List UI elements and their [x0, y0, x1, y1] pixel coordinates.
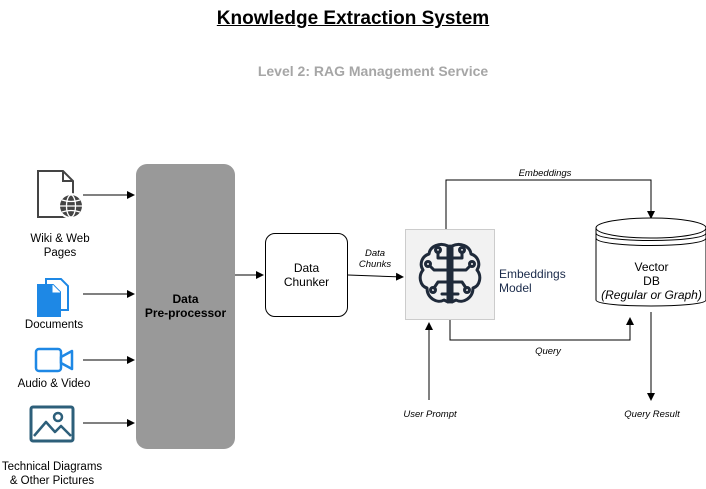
edge-label-data-chunks: Data Chunks [355, 248, 395, 270]
embeddings-model-label-line1: Embeddings [499, 267, 566, 281]
embeddings-model-label: Embeddings Model [499, 267, 566, 295]
edge-label-query: Query [535, 346, 561, 357]
diagram-subtitle: Level 2: RAG Management Service [257, 63, 489, 79]
source-label-wiki-line2: Pages [43, 247, 77, 259]
arrow-model-to-vector-embeddings [445, 179, 655, 229]
preprocessor-label-line1: Data [172, 292, 199, 306]
video-camera-icon [34, 347, 74, 373]
embeddings-model-label-line2: Model [499, 281, 532, 295]
edge-label-embeddings: Embeddings [518, 168, 572, 179]
vector-db-label-line1: Vector [634, 260, 669, 274]
source-label-wiki: Wiki & Web Pages [10, 232, 110, 260]
documents-icon [36, 278, 72, 318]
source-label-diagrams-line2: & Other Pictures [9, 475, 95, 487]
chunker-label: Data Chunker [265, 261, 348, 289]
web-page-icon [35, 170, 87, 220]
arrow-chunker-to-model [347, 272, 404, 281]
brain-circuit-icon [414, 238, 486, 310]
source-label-documents-line1: Documents [24, 319, 84, 331]
vector-db-label-line2: DB [643, 274, 660, 288]
edge-label-data-chunks-line2: Chunks [358, 259, 392, 270]
preprocessor-block [136, 164, 235, 449]
chunker-label-line1: Data [293, 261, 320, 275]
vector-db-label-line3: (Regular or Graph) [601, 288, 702, 302]
source-label-wiki-line1: Wiki & Web [30, 233, 90, 245]
chunker-label-line2: Chunker [283, 275, 330, 289]
source-label-diagrams: Technical Diagrams & Other Pictures [0, 460, 107, 488]
edge-label-data-chunks-line1: Data [364, 248, 386, 259]
chunker-block [265, 233, 348, 317]
source-label-audio-video: Audio & Video [4, 377, 104, 391]
query-result-label: Query Result [624, 409, 680, 420]
user-prompt-label: User Prompt [403, 409, 457, 420]
arrow-model-to-vector-query [449, 317, 634, 341]
database-cylinder-icon [595, 217, 706, 307]
diagram-title: Knowledge Extraction System [216, 8, 490, 29]
picture-icon [29, 405, 75, 443]
source-label-diagrams-line1: Technical Diagrams [1, 461, 103, 473]
preprocessor-label-line2: Pre-processor [144, 306, 227, 320]
vector-db-label: Vector DB (Regular or Graph) [596, 260, 706, 302]
preprocessor-label: Data Pre-processor [136, 292, 235, 320]
source-label-documents: Documents [8, 318, 100, 332]
source-label-audio-video-line1: Audio & Video [17, 378, 91, 390]
